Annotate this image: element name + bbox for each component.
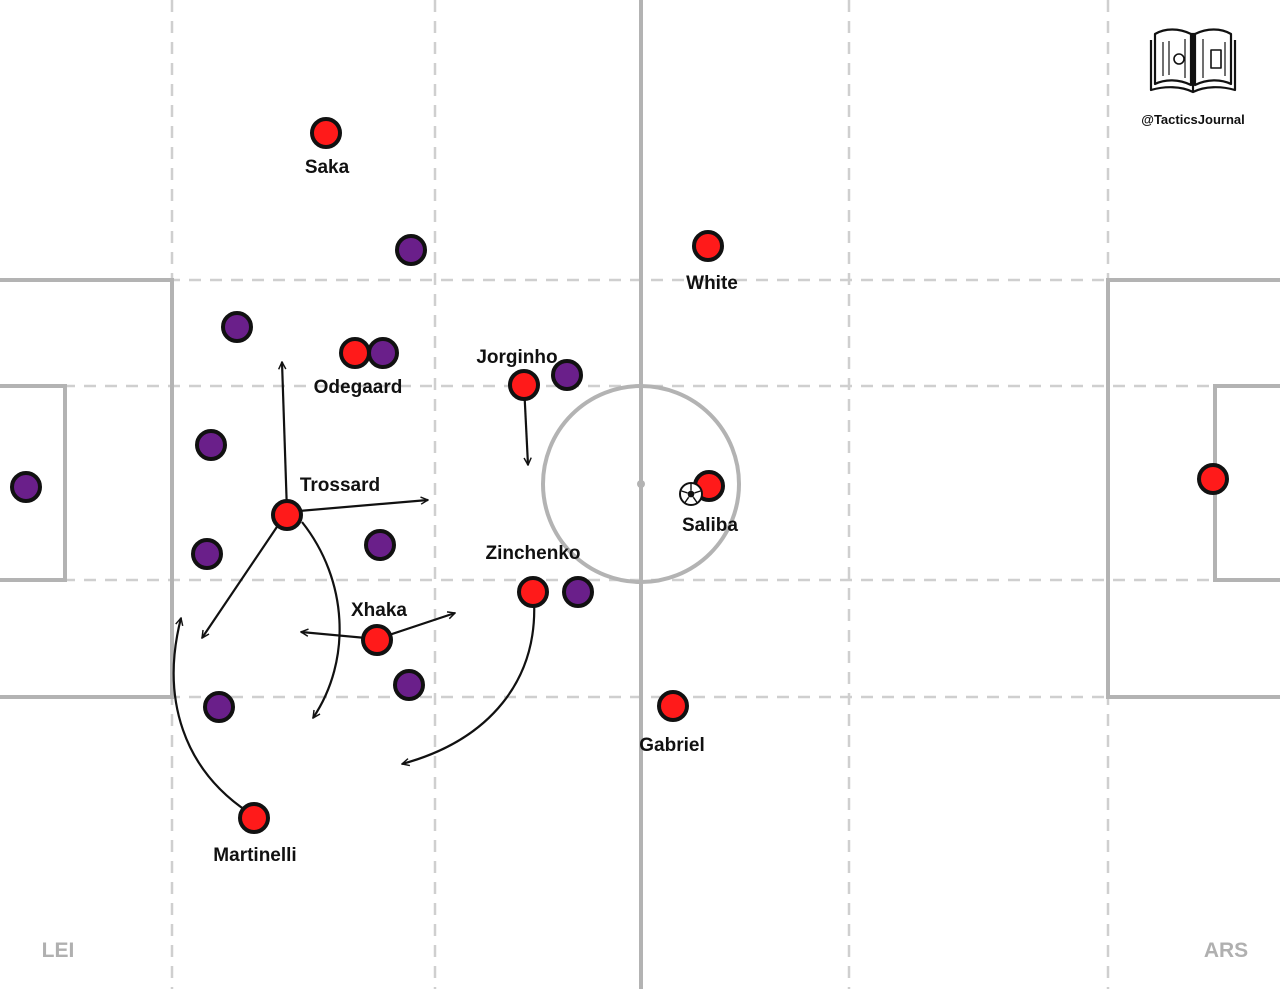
martinelli-run-arrow xyxy=(172,618,249,813)
brand-handle[interactable]: @TacticsJournal xyxy=(1141,112,1244,127)
centre-circle xyxy=(541,384,741,584)
zinchenko-run-arrow xyxy=(402,599,536,764)
label-zinchenko: Zinchenko xyxy=(485,543,580,564)
purple-player[interactable] xyxy=(221,311,253,343)
red-team xyxy=(238,117,1229,834)
label-xhaka: Xhaka xyxy=(351,600,407,621)
player-jorginho[interactable] xyxy=(508,369,540,401)
trossard-run-curved-arrow xyxy=(301,521,341,718)
trossard-run-down-left-arrow xyxy=(201,511,288,638)
open-book-pitch-icon xyxy=(1149,28,1237,94)
label-gabriel: Gabriel xyxy=(639,735,704,756)
label-saka: Saka xyxy=(305,157,350,178)
player-saka[interactable] xyxy=(310,117,342,149)
purple-player[interactable] xyxy=(393,669,425,701)
player-labels: Saka White Odegaard Jorginho Trossard Sa… xyxy=(213,157,738,866)
football-icon[interactable] xyxy=(679,482,703,506)
player-odegaard[interactable] xyxy=(339,337,371,369)
player-gabriel[interactable] xyxy=(657,690,689,722)
label-martinelli: Martinelli xyxy=(213,845,296,866)
label-white: White xyxy=(686,273,738,294)
player-white[interactable] xyxy=(692,230,724,262)
left-six-yard-box xyxy=(0,384,67,582)
trossard-run-right-arrow xyxy=(286,500,428,514)
player-zinchenko[interactable] xyxy=(517,576,549,608)
centre-spot xyxy=(637,480,645,488)
player-xhaka[interactable] xyxy=(361,624,393,656)
right-penalty-area xyxy=(1106,278,1280,699)
purple-player[interactable] xyxy=(10,471,42,503)
purple-player[interactable] xyxy=(195,429,227,461)
trossard-run-up-arrow xyxy=(282,362,289,513)
label-jorginho: Jorginho xyxy=(476,347,557,368)
player-martinelli[interactable] xyxy=(238,802,270,834)
label-saliba: Saliba xyxy=(682,515,738,536)
player-trossard[interactable] xyxy=(271,499,303,531)
purple-player[interactable] xyxy=(562,576,594,608)
label-trossard: Trossard xyxy=(300,475,380,496)
purple-player[interactable] xyxy=(551,359,583,391)
left-penalty-area xyxy=(0,278,174,699)
purple-player[interactable] xyxy=(367,337,399,369)
purple-player[interactable] xyxy=(395,234,427,266)
purple-player[interactable] xyxy=(191,538,223,570)
purple-team xyxy=(10,234,594,723)
purple-player[interactable] xyxy=(364,529,396,561)
team-label-right: ARS xyxy=(1204,939,1248,962)
label-odegaard: Odegaard xyxy=(314,377,403,398)
movement-arrows xyxy=(172,362,536,813)
player-goalkeeper[interactable] xyxy=(1197,463,1229,495)
purple-player[interactable] xyxy=(203,691,235,723)
team-label-left: LEI xyxy=(42,939,75,962)
